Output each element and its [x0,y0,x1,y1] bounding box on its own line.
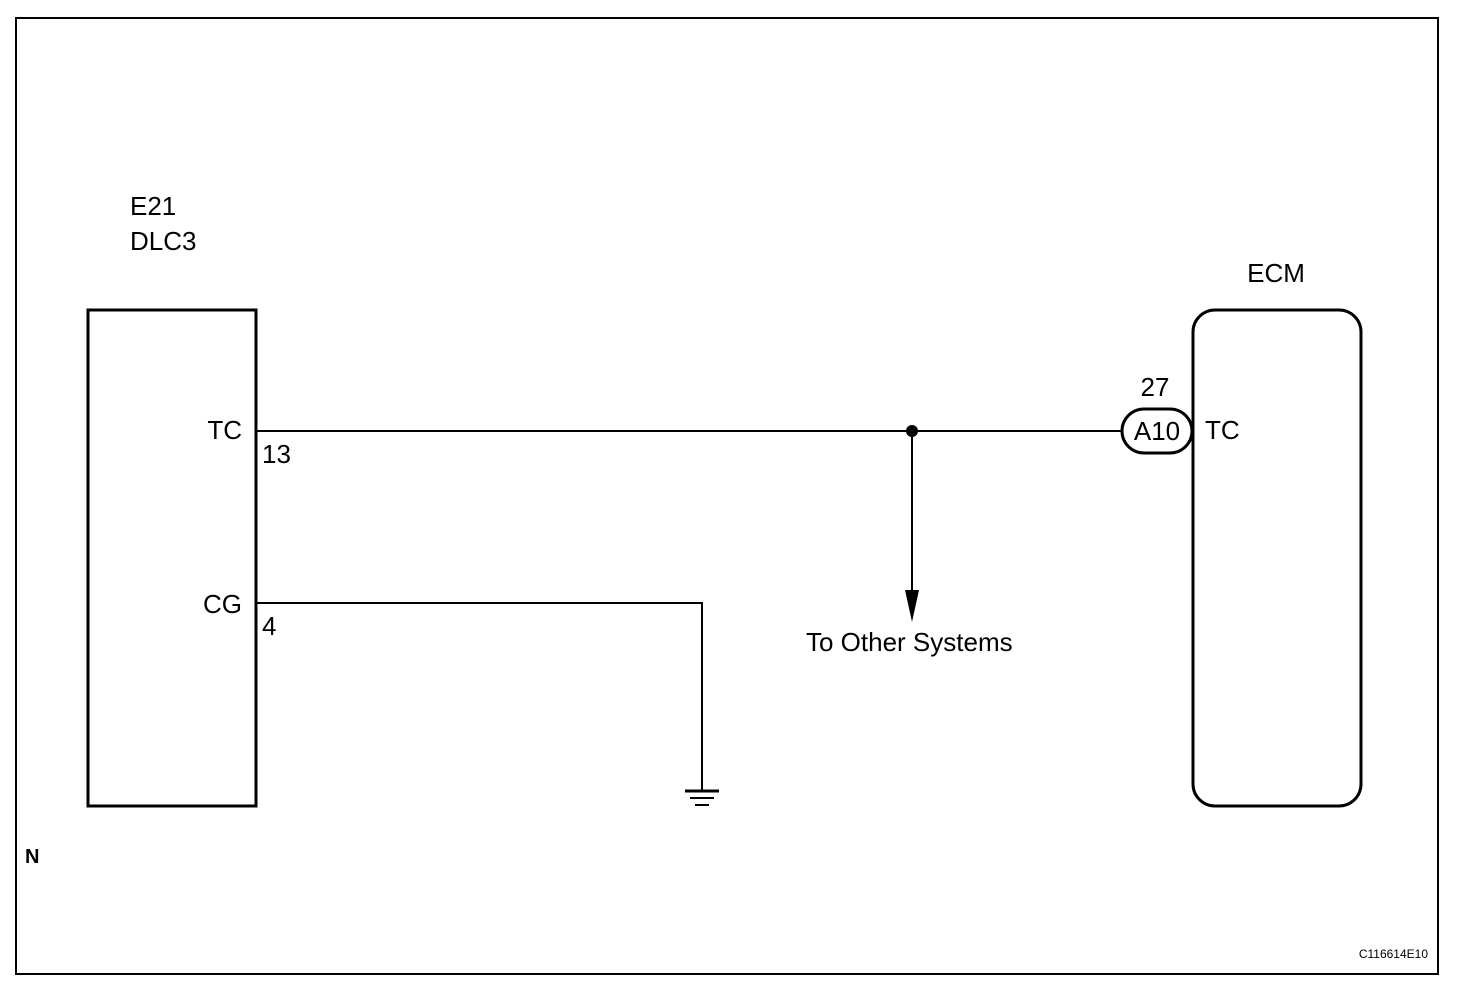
figure-code: C116614E10 [1359,947,1428,961]
corner-mark: N [25,846,39,868]
dlc-connector-id: E21 [130,191,176,221]
ecm-pin-number: 27 [1141,372,1170,402]
diagram-frame [15,17,1439,975]
dlc-pin-tc-label: TC [207,415,242,445]
ecm-name: ECM [1247,258,1305,288]
ground-icon [685,789,719,806]
dlc-pin-cg-number: 4 [262,611,276,641]
branch-label: To Other Systems [806,627,1013,657]
dlc-box [86,308,258,808]
ecm-box [1191,308,1363,808]
dlc-pin-cg-label: CG [203,589,242,619]
dlc-name: DLC3 [130,226,196,256]
ecm-connector-badge [1120,407,1194,455]
ecm-pin-label: TC [1205,415,1240,445]
branch-arrow-icon [905,590,919,622]
ecm-connector-label: A10 [1134,416,1180,446]
cg-wire [256,602,703,791]
dlc-pin-tc-number: 13 [262,439,291,469]
